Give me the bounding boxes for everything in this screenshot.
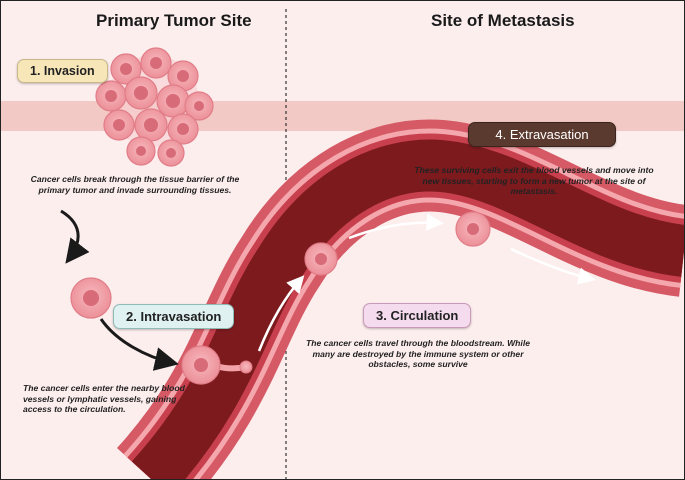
circulation-description: The cancer cells travel through the bloo…: [306, 338, 530, 370]
intravasating-cancer-cell: [181, 345, 253, 385]
invasion-arrow: [60, 209, 90, 264]
primary-site-heading: Primary Tumor Site: [96, 11, 252, 30]
extravasating-cancer-cell: [455, 211, 491, 247]
extravasation-description: These surviving cells exit the blood ves…: [414, 165, 654, 197]
invasion-description: Cancer cells break through the tissue ba…: [30, 174, 240, 195]
extravasation-label: 4. Extravasation: [468, 122, 616, 147]
blood-vessel: [116, 119, 684, 479]
flow-arrow-1: [257, 275, 305, 352]
metastasis-site-heading: Site of Metastasis: [431, 11, 575, 30]
flow-arrow-2: [348, 213, 444, 240]
circulation-label: 3. Circulation: [363, 303, 472, 328]
circulating-cancer-cell: [304, 242, 338, 276]
intravasation-arrow: [99, 318, 179, 371]
primary-tumor-cluster: [95, 47, 214, 167]
invasion-label: 1. Invasion: [17, 59, 108, 83]
intravasation-description: The cancer cells enter the nearby blood …: [23, 383, 185, 415]
migrating-cancer-cell: [70, 277, 112, 319]
flow-arrow-3: [510, 247, 596, 285]
intravasation-label: 2. Intravasation: [113, 304, 235, 329]
